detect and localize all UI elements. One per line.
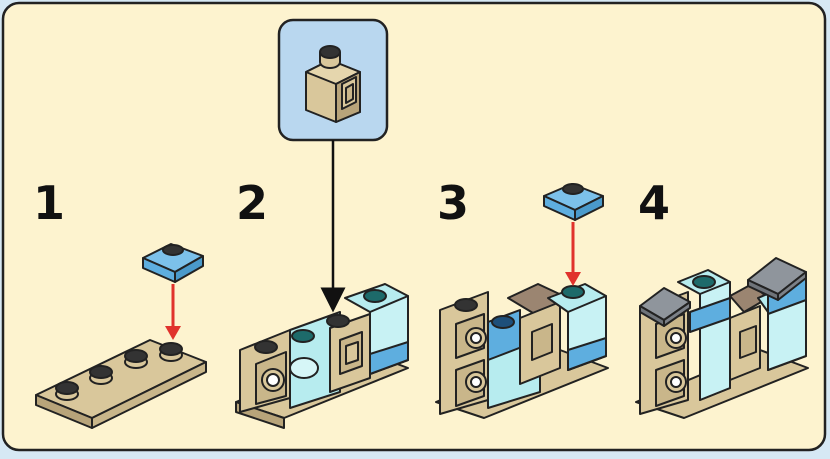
- step-number-2: 2: [236, 176, 269, 230]
- step-2-build: [235, 283, 409, 429]
- instruction-panel: [1, 1, 827, 452]
- bracket-piece: [305, 45, 361, 123]
- step-number-3: 3: [437, 176, 470, 230]
- step-3-arrow: [565, 222, 581, 286]
- step-number-1: 1: [33, 176, 66, 230]
- step-4-build: [635, 257, 809, 419]
- step-1-arrow: [165, 284, 181, 340]
- step-number-4: 4: [638, 176, 671, 230]
- step-1-build: [35, 243, 207, 429]
- step-3-build: [435, 183, 609, 419]
- part-callout: [277, 18, 389, 142]
